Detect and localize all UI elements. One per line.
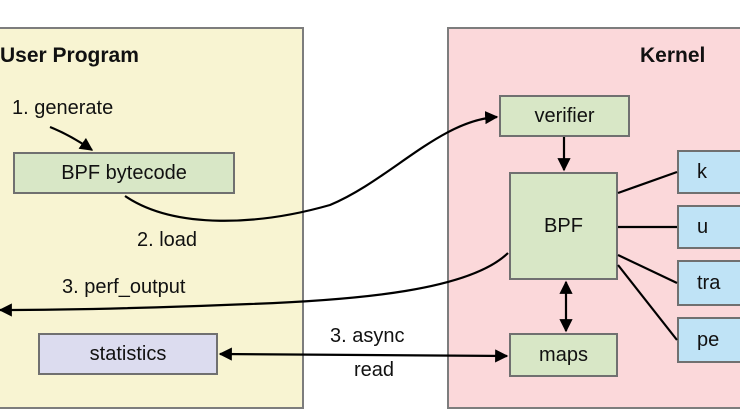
event-source-line-tracepoints — [617, 254, 678, 284]
bpf-bytecode-box: BPF bytecode — [13, 152, 235, 194]
bpf-box: BPF — [509, 172, 618, 280]
verifier-box: verifier — [499, 95, 630, 137]
kernel-title: Kernel — [640, 44, 706, 67]
load-label: 2. load — [137, 229, 198, 251]
event-source-line-kprobes — [617, 170, 678, 195]
load-arrow — [124, 111, 499, 222]
event-source-box-perf-events: pe — [677, 317, 740, 363]
event-source-box-kprobes: k — [677, 150, 740, 194]
generate-label: 1. generate — [12, 97, 114, 119]
maps-box: maps — [509, 333, 618, 377]
event-source-line-perf-events — [617, 264, 678, 341]
event-source-box-uprobes: u — [677, 205, 740, 249]
perf-output-label: 3. perf_output — [62, 276, 186, 298]
async-read-label-line2: read — [354, 359, 395, 381]
event-source-box-tracepoints: tra — [677, 260, 740, 306]
async-read-label-line1: 3. async — [330, 325, 405, 347]
perf-output-arrow — [0, 252, 509, 317]
statistics-box: statistics — [38, 333, 218, 375]
generate-arrow — [49, 125, 94, 151]
async-read-arrow — [218, 347, 509, 363]
user-program-title: User Program — [0, 44, 139, 67]
